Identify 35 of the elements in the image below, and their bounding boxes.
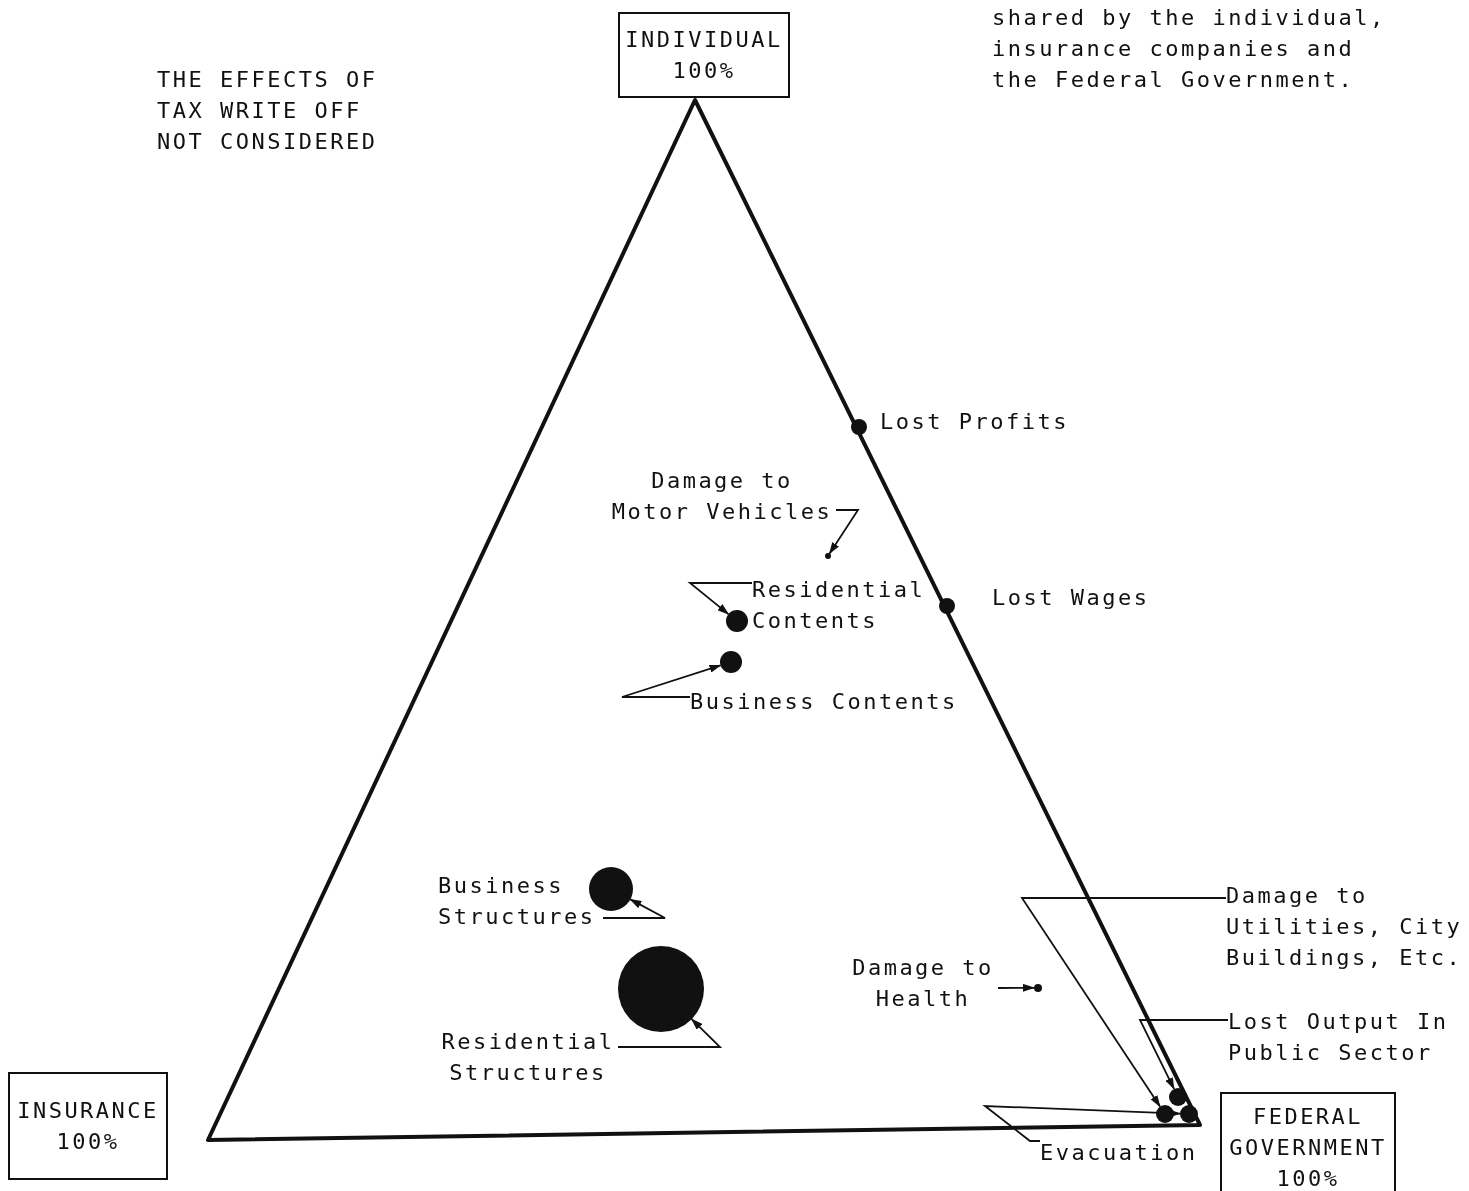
leader-line (687, 582, 753, 615)
data-point (825, 553, 831, 559)
data-point (589, 867, 633, 911)
point-label: Business Structures (438, 870, 603, 932)
point-label: Business Contents (690, 686, 980, 717)
leader-line (828, 509, 860, 555)
data-point (726, 610, 748, 632)
note-text: shared by the individual, insurance companies and the Federal Government. (992, 4, 1387, 94)
data-point (720, 651, 742, 673)
data-point (939, 598, 955, 614)
leader-line (997, 983, 1035, 992)
note-text: THE EFFECTS OF TAX WRITE OFF NOT CONSIDERED (157, 66, 379, 156)
point-label: Damage to Utilities, City Buildings, Etc. (1226, 880, 1469, 973)
point-label: Damage to Motor Vehicles (608, 465, 836, 527)
corner-box: FEDERAL GOVERNMENT 100% (1220, 1092, 1396, 1191)
leader-line (617, 1018, 723, 1048)
data-point (1156, 1105, 1174, 1123)
data-point (1169, 1088, 1187, 1106)
corner-box: INSURANCE 100% (8, 1072, 168, 1180)
data-point (1180, 1105, 1198, 1123)
leader-line (1138, 1019, 1229, 1090)
data-point (851, 419, 867, 435)
point-label: Lost Profits (880, 408, 1069, 436)
point-label: Lost Output In Public Sector (1228, 1006, 1458, 1068)
point-label: Residential Structures (438, 1026, 618, 1088)
point-label: Residential Contents (752, 574, 937, 636)
leader-line (982, 1105, 1181, 1142)
data-point (1034, 984, 1042, 992)
point-label: Damage to Health (848, 952, 998, 1014)
point-label: Evacuation (1040, 1137, 1210, 1168)
point-label: Lost Wages (992, 584, 1150, 612)
corner-box: INDIVIDUAL 100% (618, 12, 790, 98)
leader-line (621, 664, 722, 698)
leader-line (1020, 897, 1227, 1108)
leader-line (602, 898, 666, 919)
